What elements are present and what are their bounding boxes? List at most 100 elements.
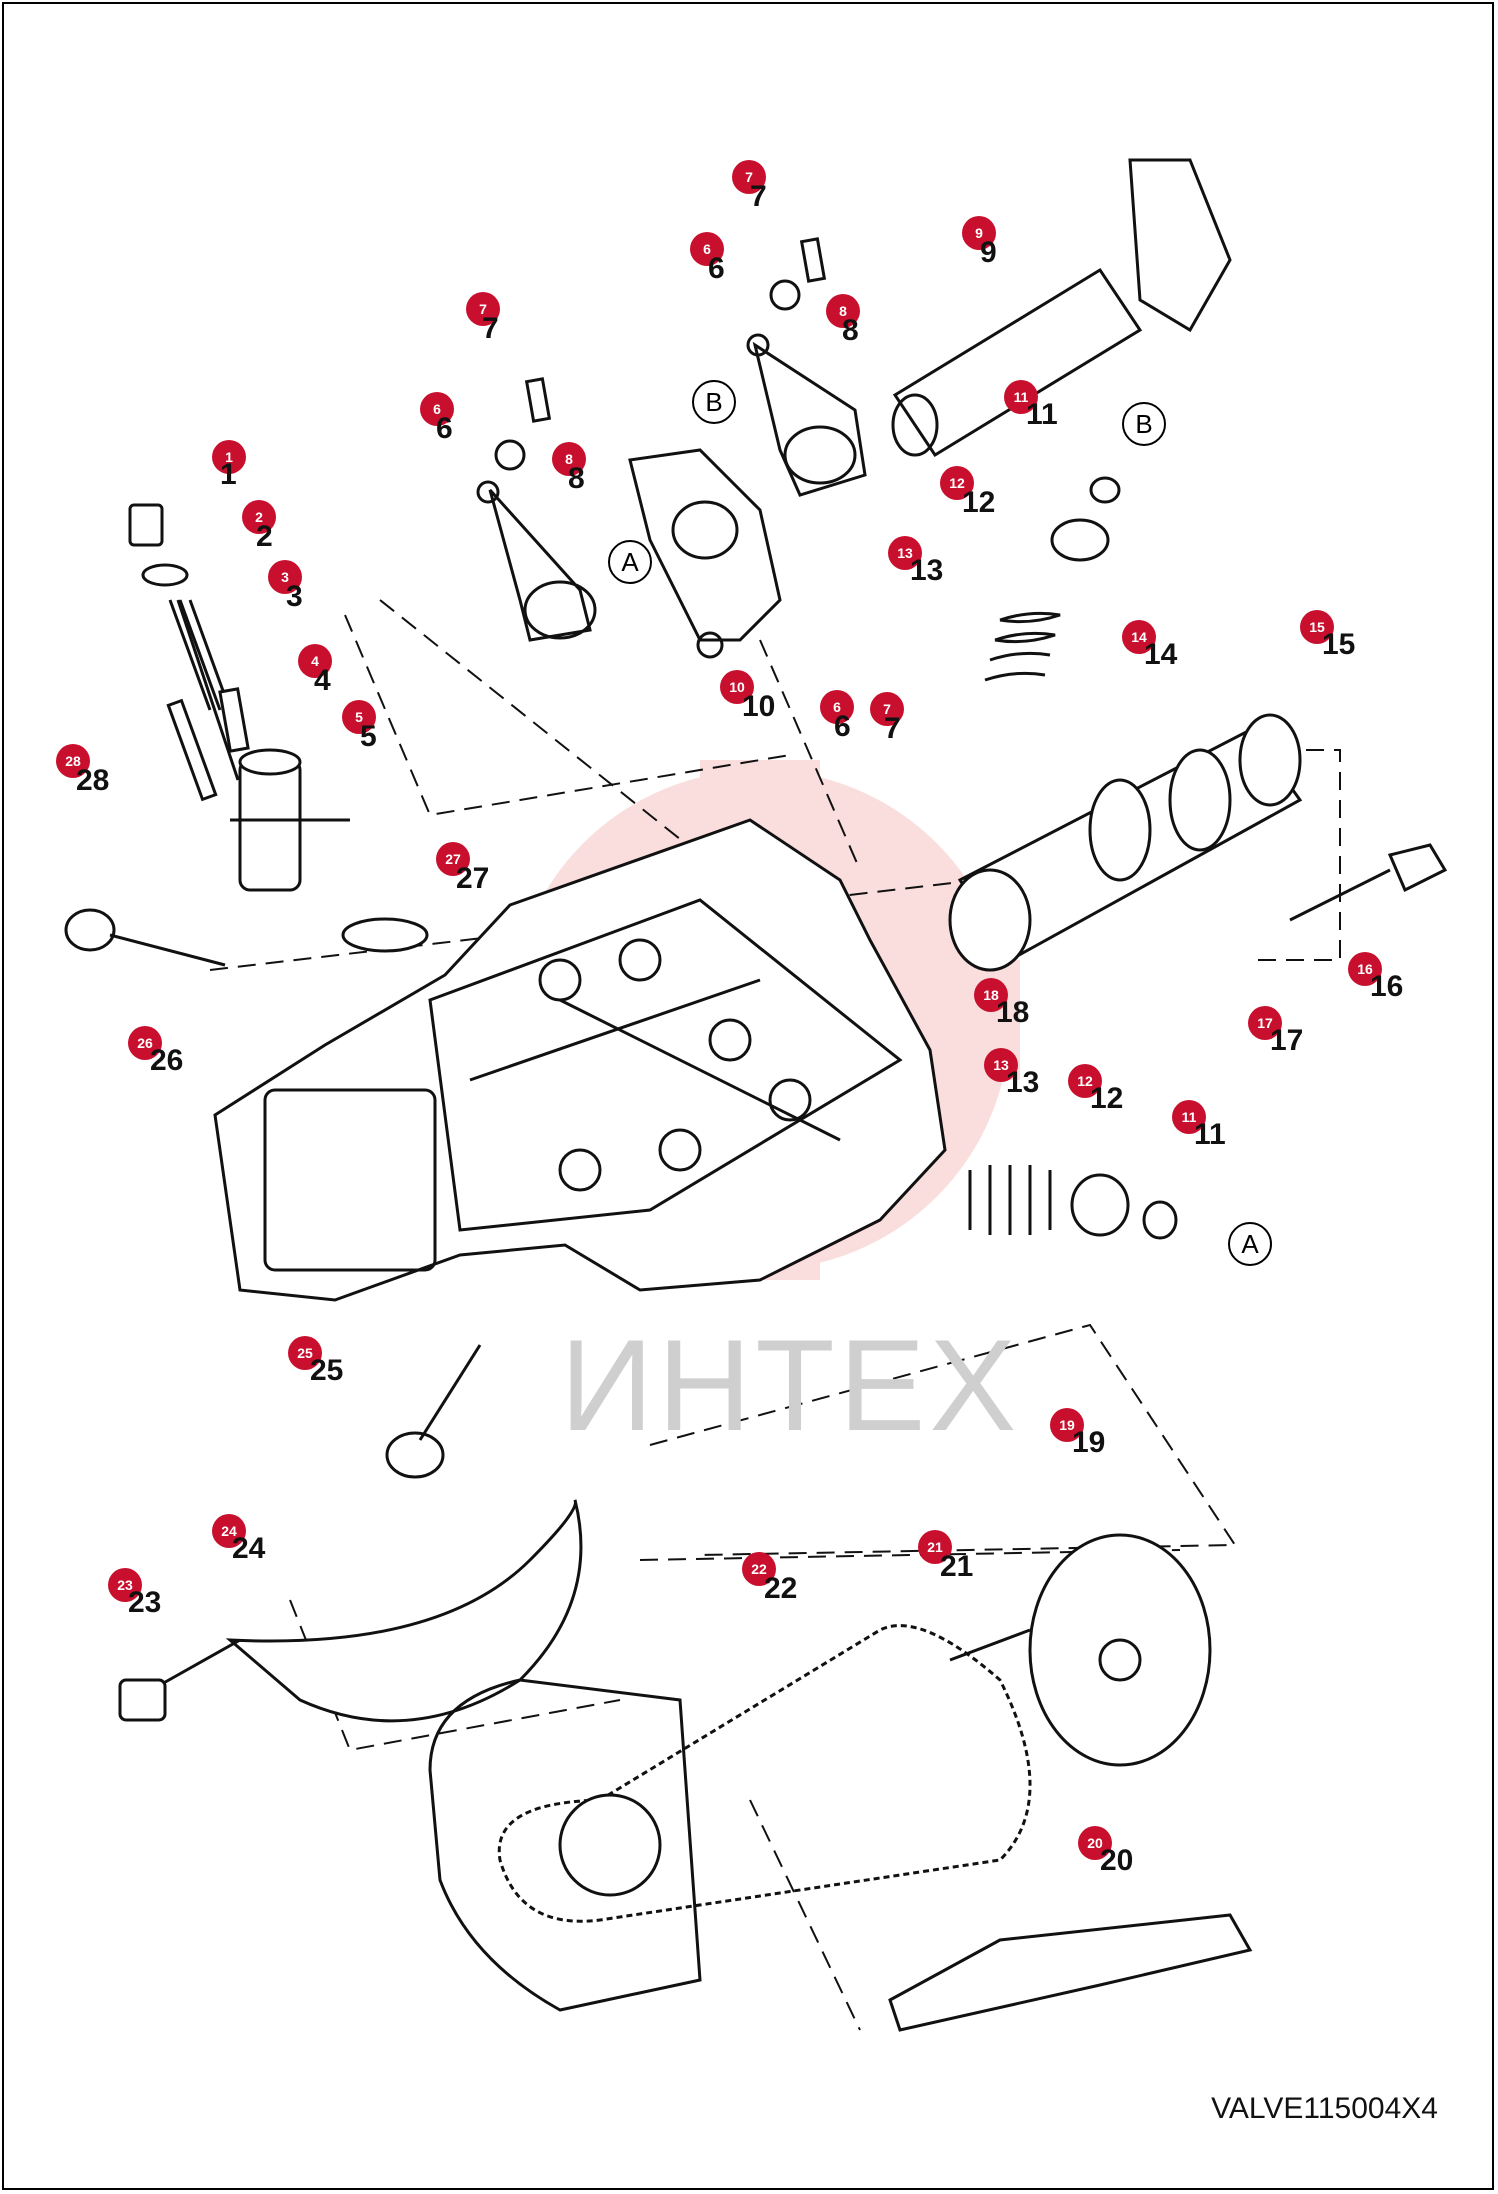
sprocket-bolt — [949, 1628, 1031, 1662]
badge-5: 5 — [342, 700, 376, 734]
badge-1: 1 — [212, 440, 246, 474]
badge-4: 4 — [298, 644, 332, 678]
crank-sprocket — [558, 1793, 662, 1897]
valve-spring-lower — [968, 1165, 1052, 1235]
badge-7a: 7 — [466, 292, 500, 326]
spring-retainer-lower — [1070, 1173, 1130, 1237]
tensioner-rod — [218, 687, 250, 753]
rocker-arm-right — [746, 237, 867, 497]
label-11a: 11 — [1026, 398, 1058, 431]
label-22: 22 — [764, 1572, 798, 1605]
callout-a-lower: A — [1228, 1222, 1272, 1266]
chain-tensioner — [230, 748, 350, 892]
label-8a: 8 — [568, 462, 585, 495]
label-25: 25 — [310, 1354, 344, 1387]
callout-b-upper: B — [692, 380, 736, 424]
badge-7b: 7 — [732, 160, 766, 194]
label-10: 10 — [742, 690, 776, 723]
label-23: 23 — [128, 1586, 162, 1619]
label-18: 18 — [996, 996, 1030, 1029]
cylinder-head — [213, 818, 947, 1302]
label-20: 20 — [1100, 1844, 1134, 1877]
tensioner-bolt — [128, 503, 240, 781]
intake-valve — [64, 908, 226, 967]
label-19: 19 — [1072, 1426, 1106, 1459]
label-11b: 11 — [1194, 1118, 1226, 1151]
label-24: 24 — [232, 1532, 266, 1565]
timing-chain — [497, 1624, 1032, 1923]
label-12a: 12 — [962, 486, 996, 519]
badge-6a: 6 — [420, 392, 454, 426]
label-14: 14 — [1144, 638, 1178, 671]
badge-2: 2 — [242, 500, 276, 534]
watermark-text: ИНТЕХ — [560, 1312, 1021, 1458]
badge-14: 14 — [1122, 620, 1156, 654]
valve-keeper-lower — [1142, 1200, 1178, 1240]
badge-25: 25 — [288, 1336, 322, 1370]
camshaft — [948, 713, 1303, 972]
badge-11b: 11 — [1172, 1100, 1206, 1134]
label-6c: 6 — [834, 710, 851, 743]
guide-pivot — [159, 1638, 241, 1687]
badge-7c: 7 — [870, 692, 904, 726]
label-7b: 7 — [750, 180, 767, 213]
label-13a: 13 — [910, 554, 944, 587]
badge-22: 22 — [742, 1552, 776, 1586]
pivot-bolt — [118, 1678, 167, 1722]
label-26: 26 — [150, 1044, 184, 1077]
badge-10: 10 — [720, 670, 754, 704]
badge-15: 15 — [1300, 610, 1334, 644]
label-13b: 13 — [1006, 1066, 1040, 1099]
label-6b: 6 — [708, 252, 725, 285]
callout-b-right: B — [1122, 402, 1166, 446]
chain-guide-upper — [225, 1499, 583, 1723]
badge-11a: 11 — [1004, 380, 1038, 414]
label-16: 16 — [1370, 970, 1404, 1003]
badge-26: 26 — [128, 1026, 162, 1060]
label-1: 1 — [220, 458, 237, 491]
label-6a: 6 — [436, 412, 453, 445]
valve-spring-upper — [984, 611, 1061, 682]
label-12b: 12 — [1090, 1082, 1124, 1115]
badge-20: 20 — [1078, 1826, 1112, 1860]
label-5: 5 — [360, 720, 377, 753]
label-21: 21 — [940, 1550, 974, 1583]
badge-9: 9 — [962, 216, 996, 250]
badge-21: 21 — [918, 1530, 952, 1564]
badge-13b: 13 — [984, 1048, 1018, 1082]
chain-guide-lower — [888, 1913, 1253, 2032]
tensioner-gasket — [341, 917, 429, 953]
label-28: 28 — [76, 764, 110, 797]
label-15: 15 — [1322, 628, 1356, 661]
badge-13a: 13 — [888, 536, 922, 570]
badge-6c: 6 — [820, 690, 854, 724]
label-4: 4 — [314, 664, 331, 697]
badge-18: 18 — [974, 978, 1008, 1012]
label-9: 9 — [980, 236, 997, 269]
label-3: 3 — [286, 580, 303, 613]
rocker-arm-center — [628, 448, 782, 659]
washer — [141, 563, 189, 587]
badge-6b: 6 — [690, 232, 724, 266]
rocker-shaft — [891, 158, 1232, 458]
badge-19: 19 — [1050, 1408, 1084, 1442]
badge-8b: 8 — [826, 294, 860, 328]
badge-12a: 12 — [940, 466, 974, 500]
badge-17: 17 — [1248, 1006, 1282, 1040]
decompressor-lever — [1289, 843, 1448, 922]
label-7c: 7 — [884, 712, 901, 745]
badge-28: 28 — [56, 744, 90, 778]
label-8b: 8 — [842, 314, 859, 347]
label-7a: 7 — [482, 312, 499, 345]
valve-keeper-upper — [1089, 476, 1121, 504]
badge-23: 23 — [108, 1568, 142, 1602]
badge-3: 3 — [268, 560, 302, 594]
label-17: 17 — [1270, 1024, 1304, 1057]
badge-24: 24 — [212, 1514, 246, 1548]
document-code: VALVE115004X4 — [1211, 2092, 1438, 2125]
badge-8a: 8 — [552, 442, 586, 476]
rocker-arm-left — [476, 377, 597, 642]
spring-retainer-upper — [1050, 518, 1110, 562]
